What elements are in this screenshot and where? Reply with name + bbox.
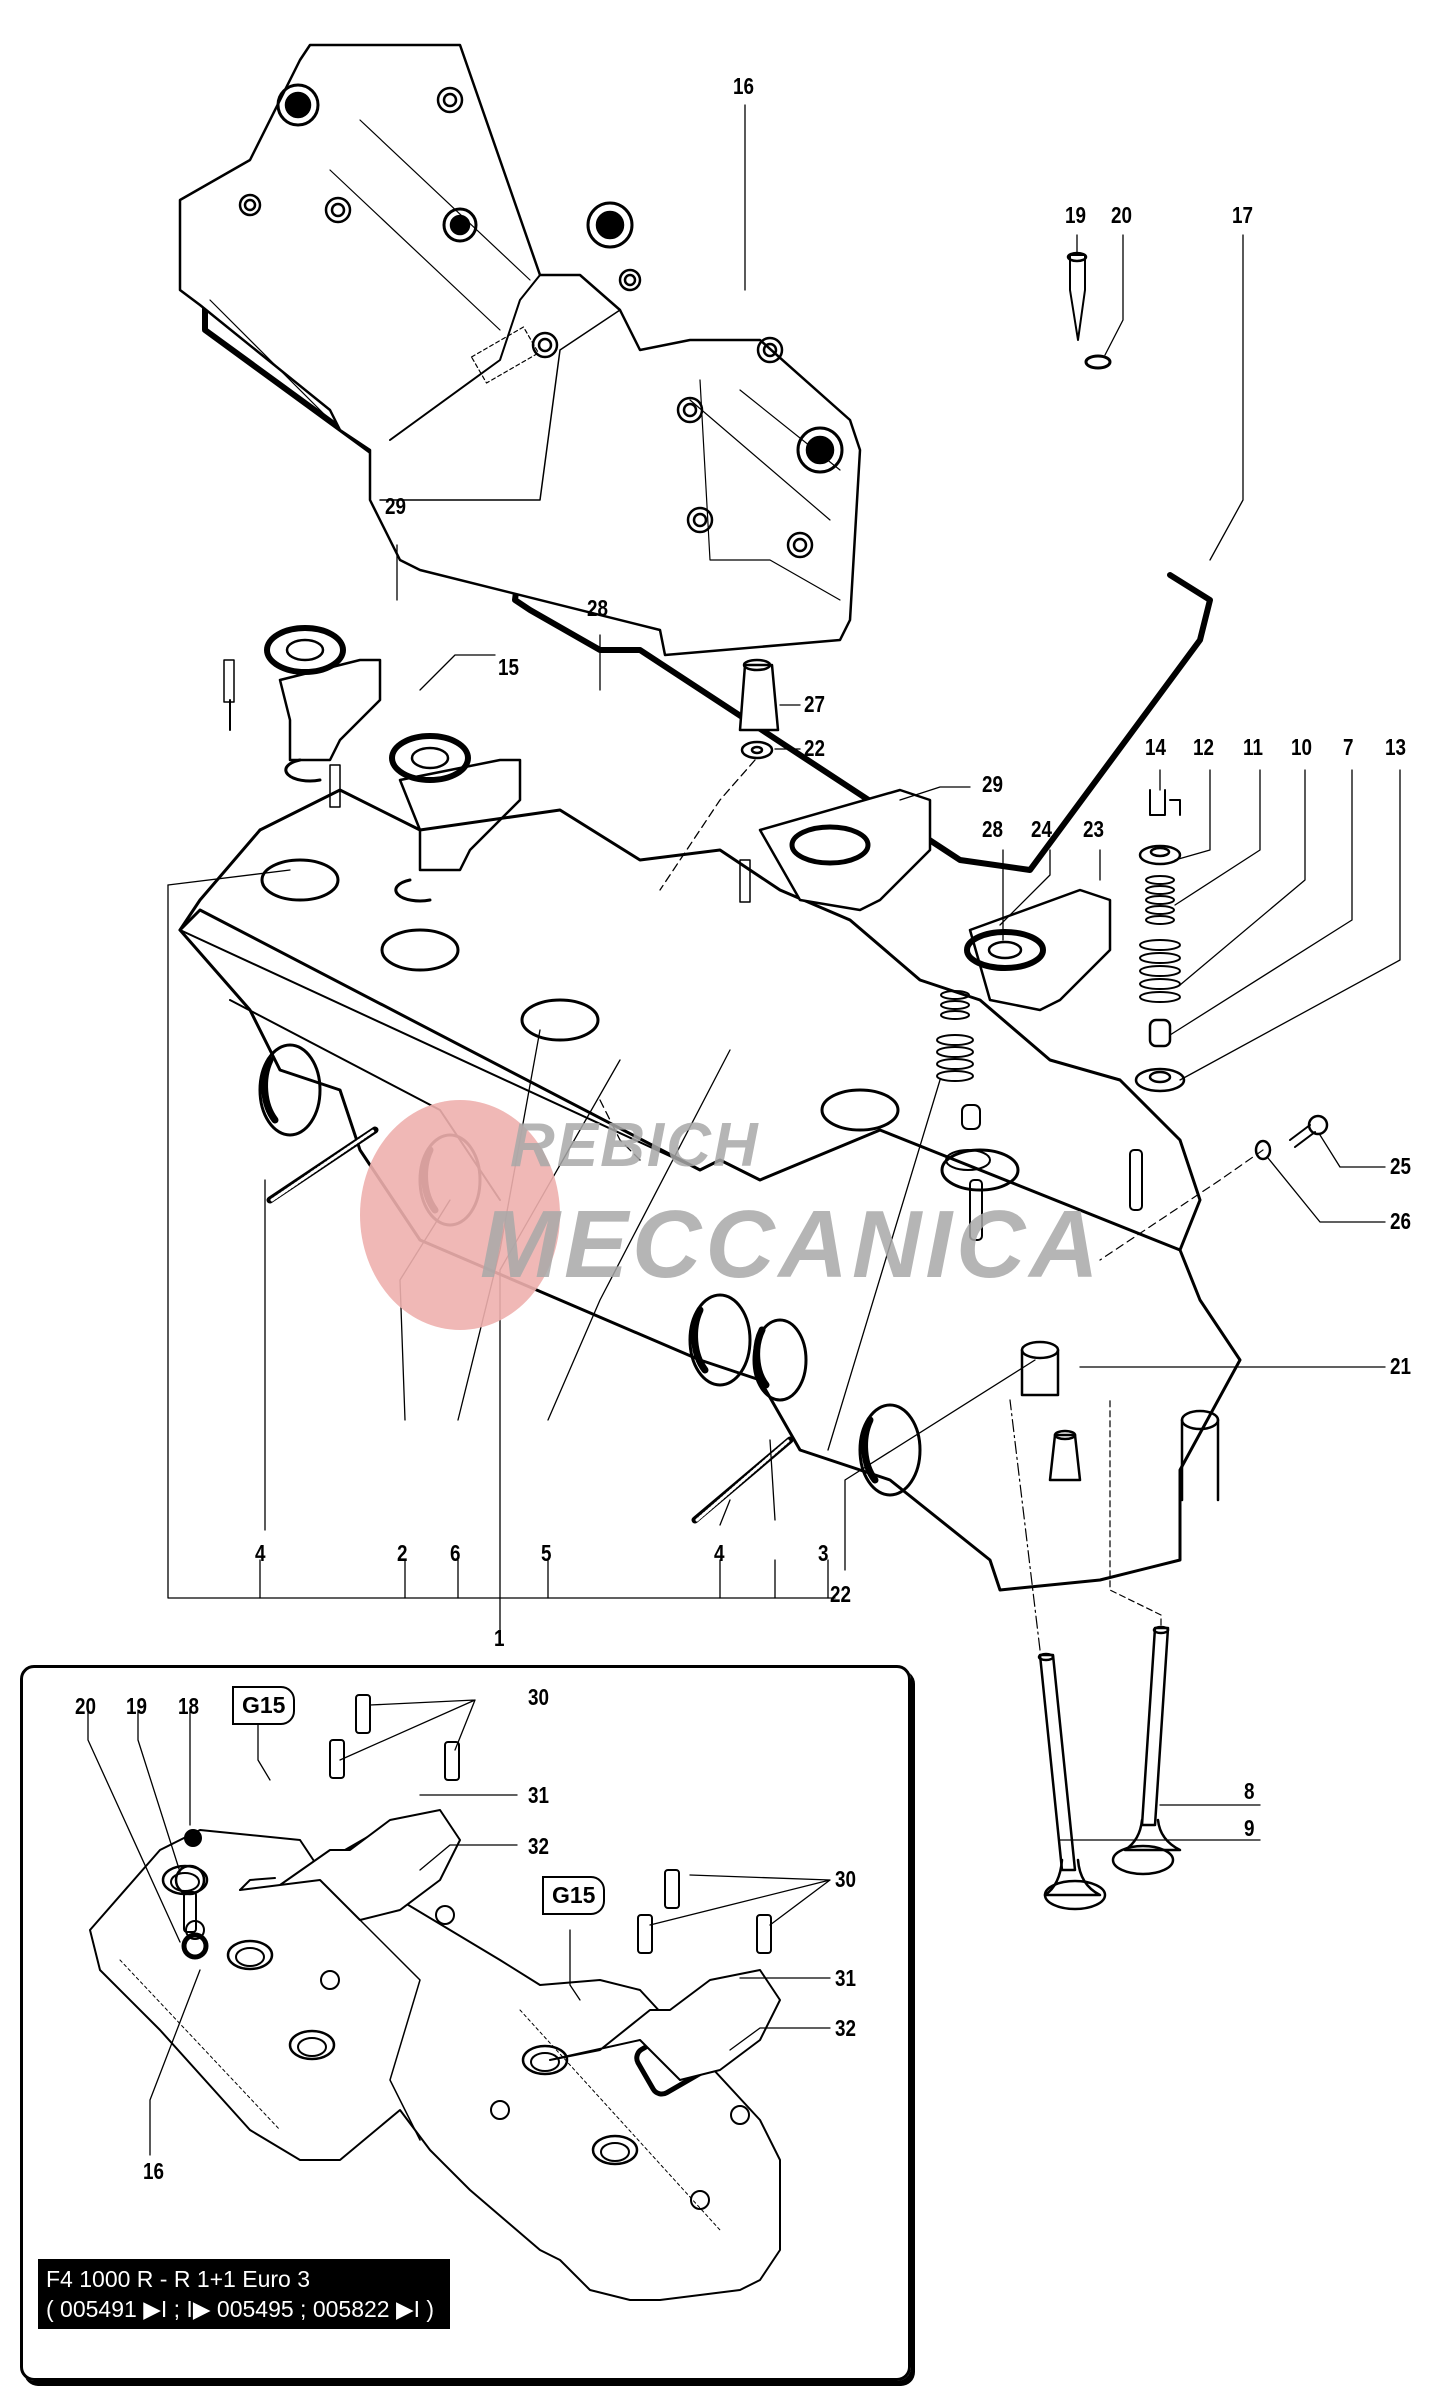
valve-stem-seal-7 (1148, 1018, 1172, 1048)
callout-27[interactable]: 27 (804, 691, 825, 717)
spring-retainer-12 (1138, 844, 1182, 866)
washer-20 (1084, 354, 1112, 370)
inset-callout-32-b[interactable]: 32 (835, 2015, 856, 2041)
valve-collet-14 (1149, 789, 1181, 816)
callout-1[interactable]: 1 (494, 1625, 505, 1651)
inset-callout-30-a[interactable]: 30 (528, 1684, 549, 1710)
cam-carrier-29-right (758, 788, 932, 912)
bolt-19 (1069, 254, 1086, 341)
inset-panel (20, 1665, 911, 2381)
inset-g15-tag-a[interactable]: G15 (232, 1686, 296, 1725)
callout-11[interactable]: 11 (1243, 734, 1263, 760)
callout-26[interactable]: 26 (1390, 1208, 1411, 1234)
callout-6[interactable]: 6 (450, 1540, 461, 1566)
callout-28-left[interactable]: 28 (587, 595, 608, 621)
callout-4-right[interactable]: 4 (714, 1540, 725, 1566)
inset-coil-cover-31-b (549, 1969, 781, 2081)
spring-seat-13 (1134, 1067, 1186, 1093)
valve-guide-27 (738, 663, 780, 732)
callout-10[interactable]: 10 (1291, 734, 1312, 760)
callout-4-left[interactable]: 4 (255, 1540, 266, 1566)
callout-25[interactable]: 25 (1390, 1153, 1411, 1179)
cam-carrier-28-right (964, 888, 1112, 1012)
callout-22-upper[interactable]: 22 (804, 735, 825, 761)
washer-26 (1254, 1139, 1272, 1161)
bolt-25 (1289, 1124, 1316, 1148)
callout-9[interactable]: 9 (1244, 1815, 1255, 1841)
inset-coil-cover-31-a (239, 1809, 461, 1921)
washer-22-upper (740, 740, 774, 760)
model-caption-line2: ( 005491 ▶I ; I▶ 005495 ; 005822 ▶I ) (46, 2295, 435, 2322)
callout-29-right[interactable]: 29 (982, 771, 1003, 797)
cam-carrier-28-left (329, 733, 522, 903)
callout-2[interactable]: 2 (397, 1540, 408, 1566)
callout-15[interactable]: 15 (498, 654, 519, 680)
inset-callout-19[interactable]: 19 (126, 1693, 147, 1719)
callout-29-left[interactable]: 29 (385, 493, 406, 519)
callout-19-top[interactable]: 19 (1065, 202, 1086, 228)
callout-3[interactable]: 3 (818, 1540, 829, 1566)
model-caption: F4 1000 R - R 1+1 Euro 3 ( 005491 ▶I ; I… (38, 2259, 450, 2329)
callout-21[interactable]: 21 (1390, 1353, 1411, 1379)
valve-cover-top (178, 43, 862, 657)
inner-spring-11 (1145, 875, 1175, 925)
callout-28-right[interactable]: 28 (982, 816, 1003, 842)
inset-callout-31-a[interactable]: 31 (528, 1782, 549, 1808)
callout-22-lower[interactable]: 22 (830, 1581, 851, 1607)
callout-17[interactable]: 17 (1232, 202, 1253, 228)
inset-g15-tag-b[interactable]: G15 (542, 1876, 606, 1915)
cylinder-head (178, 908, 1242, 1592)
inset-callout-30-b[interactable]: 30 (835, 1866, 856, 1892)
model-caption-line1: F4 1000 R - R 1+1 Euro 3 (46, 2266, 311, 2292)
callout-20-top[interactable]: 20 (1111, 202, 1132, 228)
inset-callout-20[interactable]: 20 (75, 1693, 96, 1719)
callout-5[interactable]: 5 (541, 1540, 552, 1566)
callout-8[interactable]: 8 (1244, 1778, 1255, 1804)
callout-16-top[interactable]: 16 (733, 73, 754, 99)
valve-9 (1037, 1652, 1107, 1911)
callout-7[interactable]: 7 (1343, 734, 1354, 760)
inset-callout-18[interactable]: 18 (178, 1693, 199, 1719)
callout-23[interactable]: 23 (1083, 816, 1104, 842)
outer-spring-10 (1139, 939, 1181, 1003)
cam-carrier-29-left (223, 625, 382, 783)
callout-24[interactable]: 24 (1031, 816, 1052, 842)
inset-callout-31-b[interactable]: 31 (835, 1965, 856, 1991)
valve-8 (1111, 1625, 1182, 1876)
inset-callout-16[interactable]: 16 (143, 2158, 164, 2184)
callout-14[interactable]: 14 (1145, 734, 1166, 760)
callout-13[interactable]: 13 (1385, 734, 1406, 760)
inset-callout-32-a[interactable]: 32 (528, 1833, 549, 1859)
callout-12[interactable]: 12 (1193, 734, 1214, 760)
